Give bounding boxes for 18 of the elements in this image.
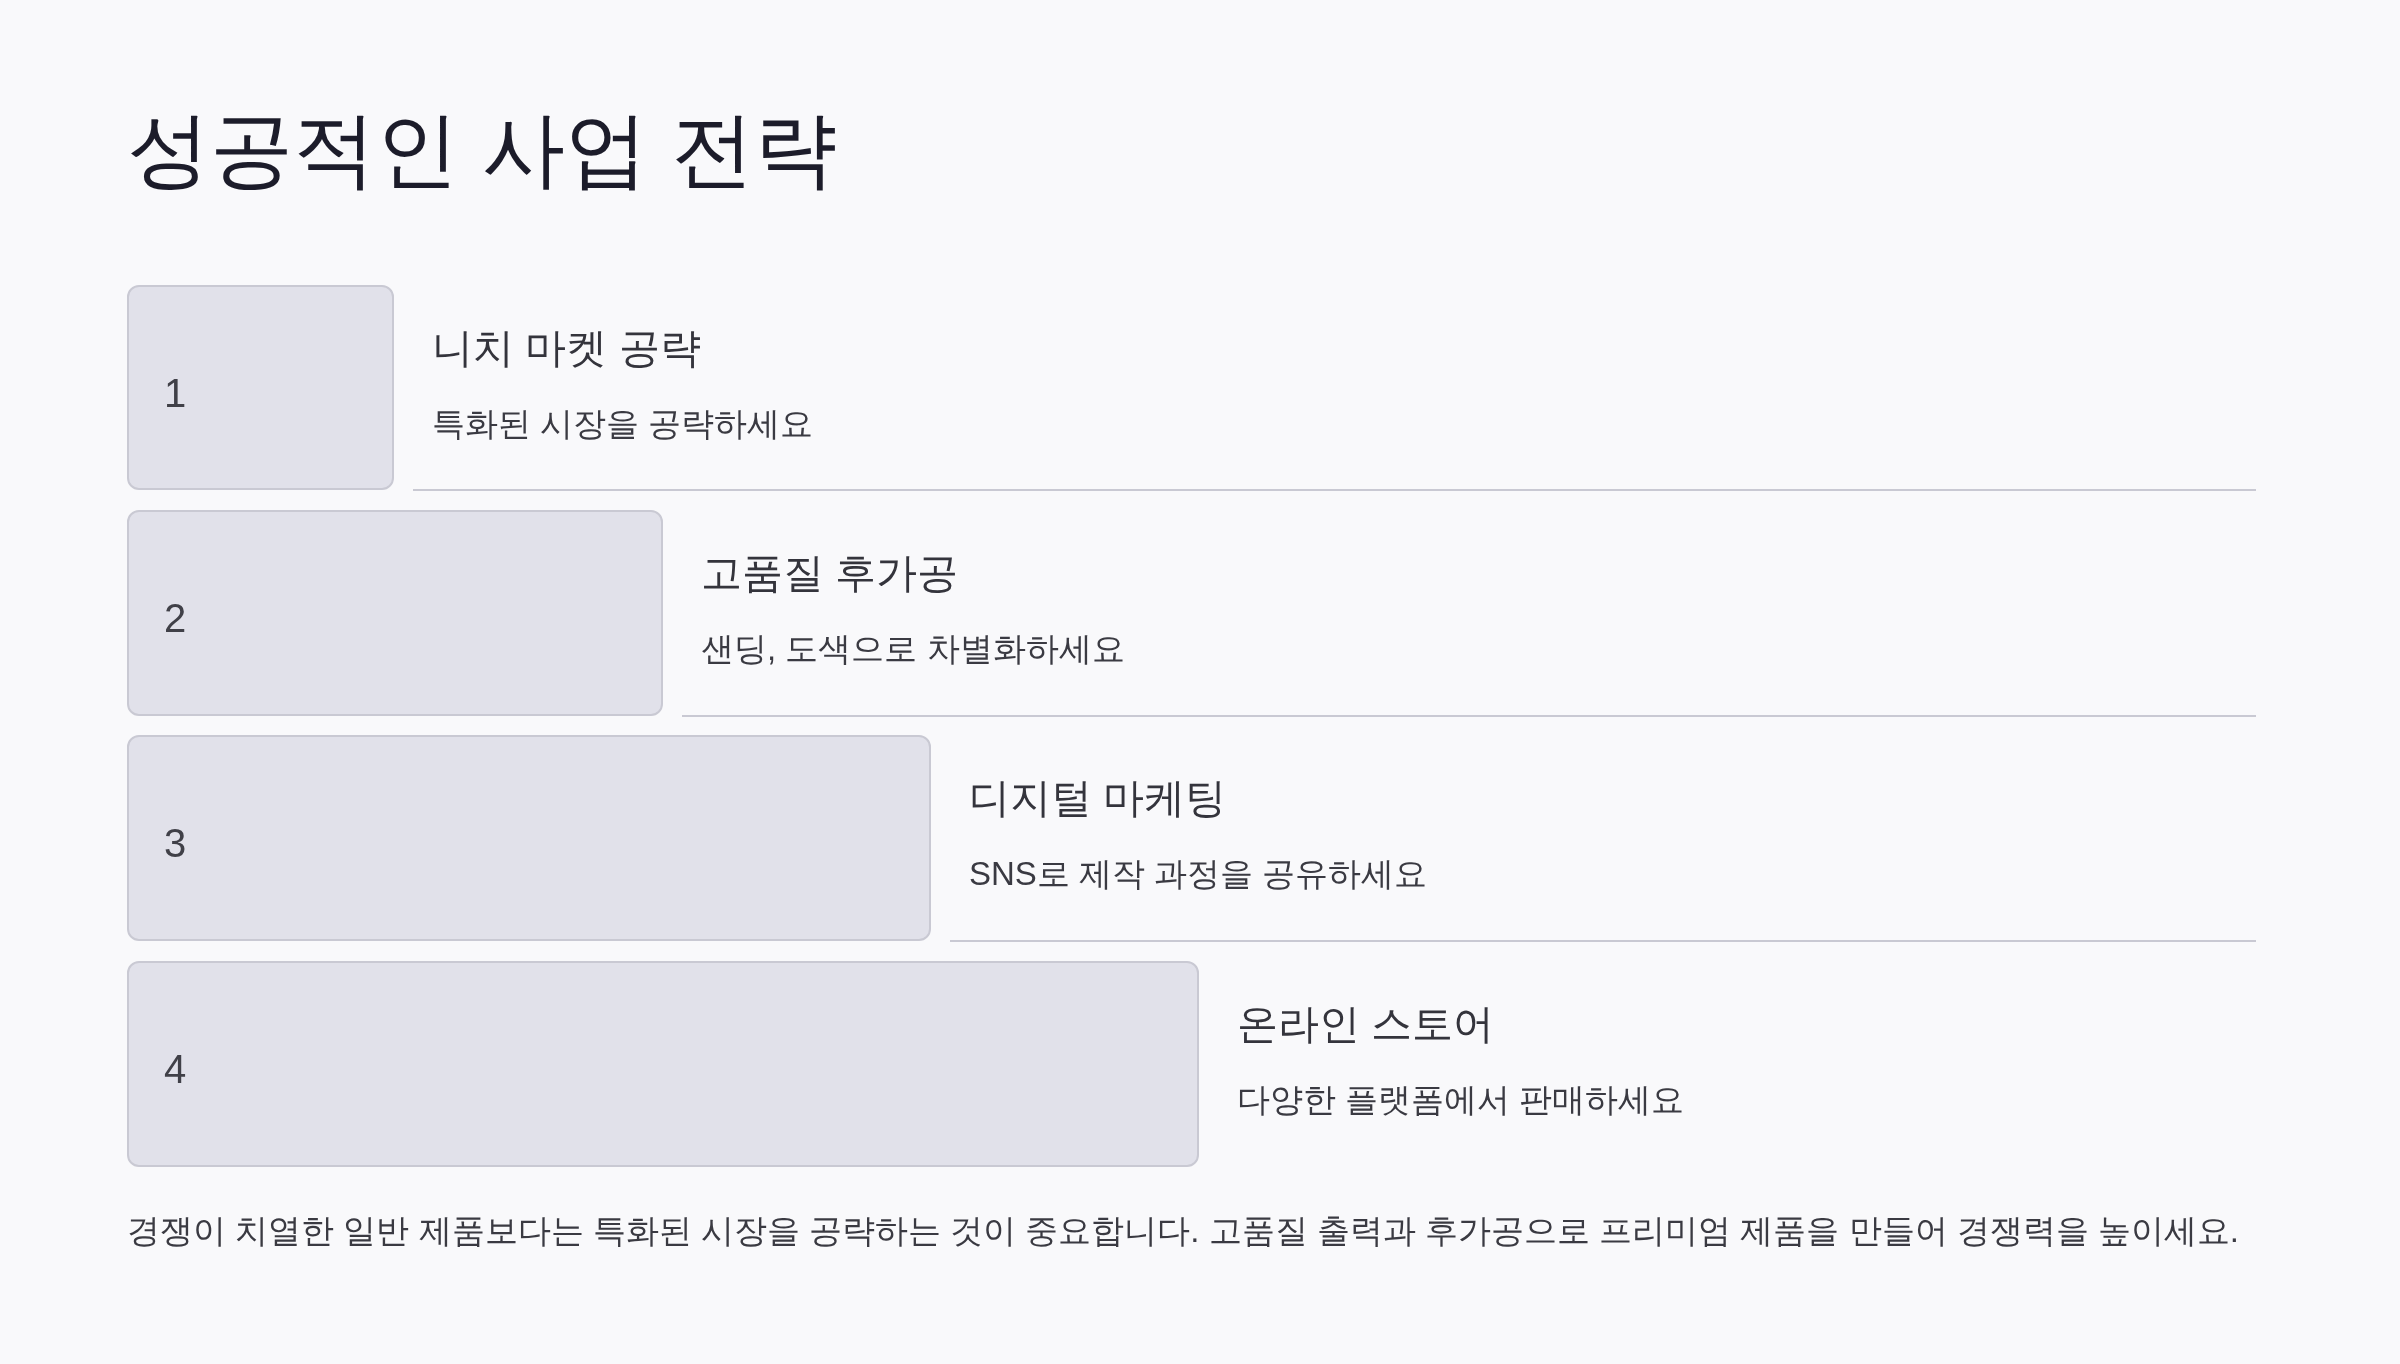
step-description: SNS로 제작 과정을 공유하세요 (969, 854, 1428, 894)
step-number: 2 (164, 595, 187, 642)
step-description: 특화된 시장을 공략하세요 (432, 404, 814, 444)
step-description: 샌딩, 도색으로 차별화하세요 (701, 629, 1125, 669)
step-bar (127, 285, 394, 490)
step-heading: 온라인 스토어 (1237, 1000, 1495, 1049)
step-number: 3 (164, 820, 187, 867)
step-heading: 니치 마켓 공략 (432, 324, 701, 373)
step-bar (127, 961, 1199, 1167)
step-bar (127, 735, 931, 941)
title: 성공적인 사업 전략 (127, 102, 838, 198)
step-bar (127, 510, 663, 716)
step-heading: 고품질 후가공 (701, 549, 959, 598)
step-heading: 디지털 마케팅 (969, 774, 1227, 823)
step-number: 1 (164, 369, 187, 417)
step-number: 4 (164, 1046, 187, 1093)
footer-note: 경쟁이 치열한 일반 제품보다는 특화된 시장을 공략하는 것이 중요합니다. 고품질 출력과 후가공으로 프리미엄 제품을 만들어 경쟁력을 높이세요. (127, 1211, 2241, 1251)
step-description: 다양한 플랫폼에서 판매하세요 (1237, 1080, 1685, 1120)
